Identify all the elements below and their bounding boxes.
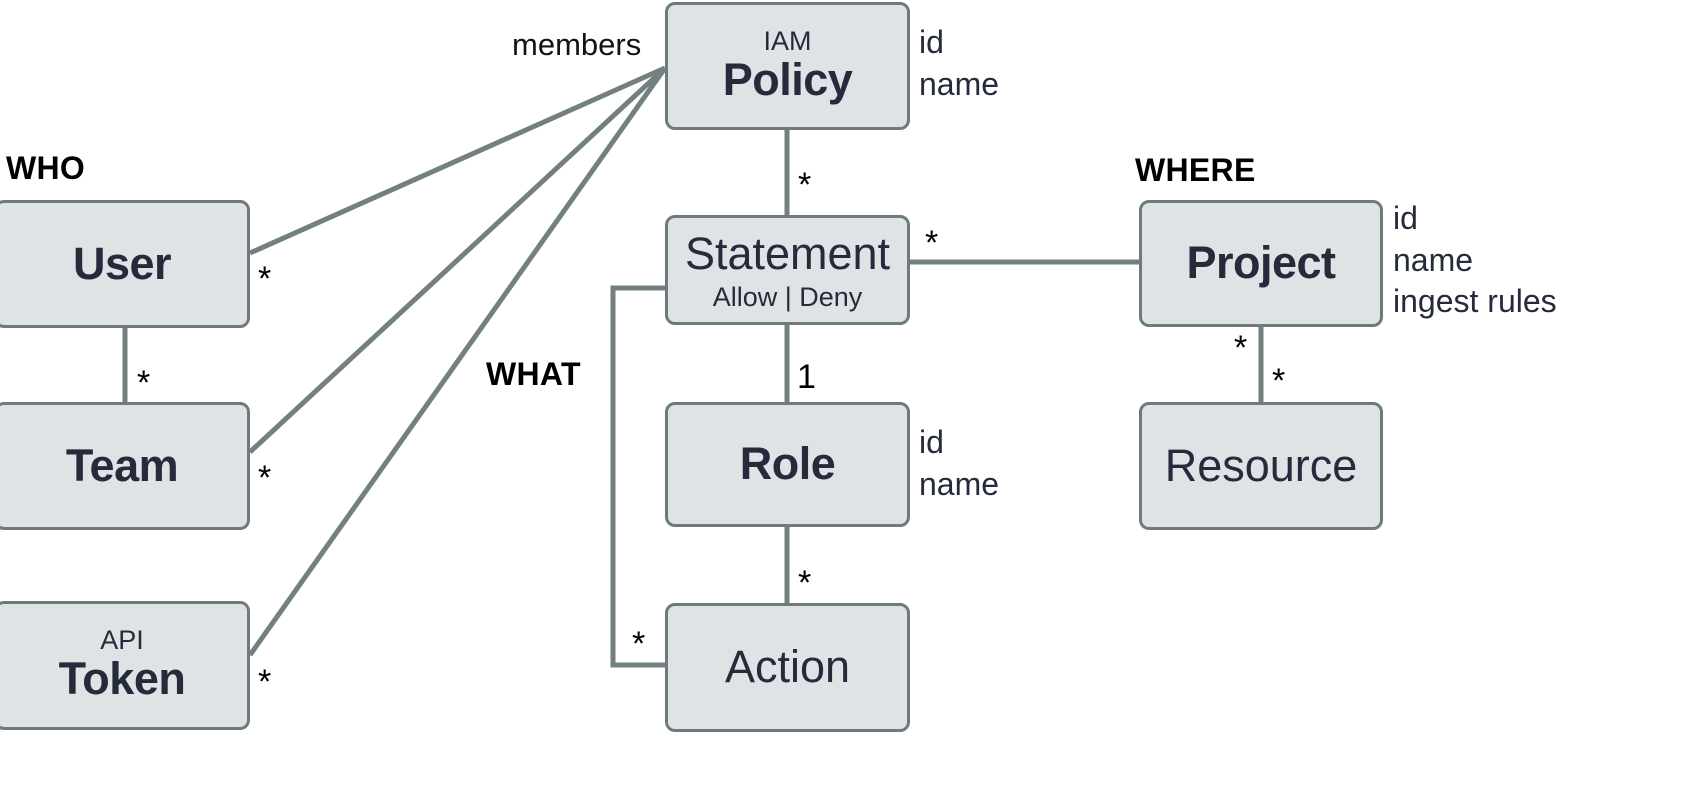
node-statement[interactable]: Statement Allow | Deny (665, 215, 910, 325)
project-attributes: id name ingest rules (1393, 200, 1557, 320)
edge-label-members: members (512, 27, 642, 62)
node-resource-title: Resource (1164, 439, 1358, 491)
node-team-title: Team (65, 439, 179, 491)
mult-team-policy: * (258, 459, 272, 497)
node-role[interactable]: Role (665, 402, 910, 527)
node-role-title: Role (739, 438, 836, 490)
group-label-what: WHAT (486, 356, 581, 392)
mult-statement-role: 1 (797, 358, 816, 396)
node-statement-effect: Allow | Deny (712, 282, 863, 313)
mult-token-policy: * (258, 663, 272, 701)
role-attributes: id name (919, 424, 1000, 502)
node-user-title: User (72, 237, 172, 289)
node-iam-policy-title: Policy (722, 53, 853, 105)
mult-statement-action: * (632, 625, 646, 663)
mult-project-resource-b: * (1272, 362, 1286, 400)
policy-attributes: id name (919, 24, 1000, 102)
edge-user-policy (248, 65, 667, 256)
mult-role-action: * (798, 564, 812, 602)
edge-team-policy (248, 66, 667, 454)
mult-project-resource-a: * (1234, 329, 1248, 367)
node-resource[interactable]: Resource (1139, 402, 1383, 530)
edge-statement-action (610, 285, 665, 668)
node-api-token[interactable]: API Token (0, 601, 250, 730)
group-label-where: WHERE (1135, 152, 1256, 188)
mult-policy-statement: * (798, 166, 812, 204)
node-user[interactable]: User (0, 200, 250, 328)
mult-user-team: * (137, 364, 151, 402)
node-action-title: Action (724, 641, 851, 693)
node-team[interactable]: Team (0, 402, 250, 530)
node-api-token-title: Token (58, 653, 186, 705)
node-api-token-subtitle: API (100, 625, 144, 656)
mult-user-policy: * (258, 260, 272, 298)
node-action[interactable]: Action (665, 603, 910, 732)
node-project[interactable]: Project (1139, 200, 1383, 327)
mult-statement-project: * (925, 224, 939, 262)
group-label-who: WHO (6, 150, 86, 186)
node-project-title: Project (1186, 237, 1336, 289)
node-iam-policy[interactable]: IAM Policy (665, 2, 910, 130)
node-statement-title: Statement (684, 227, 891, 279)
edge-token-policy (247, 66, 668, 657)
node-iam-policy-subtitle: IAM (763, 25, 812, 56)
